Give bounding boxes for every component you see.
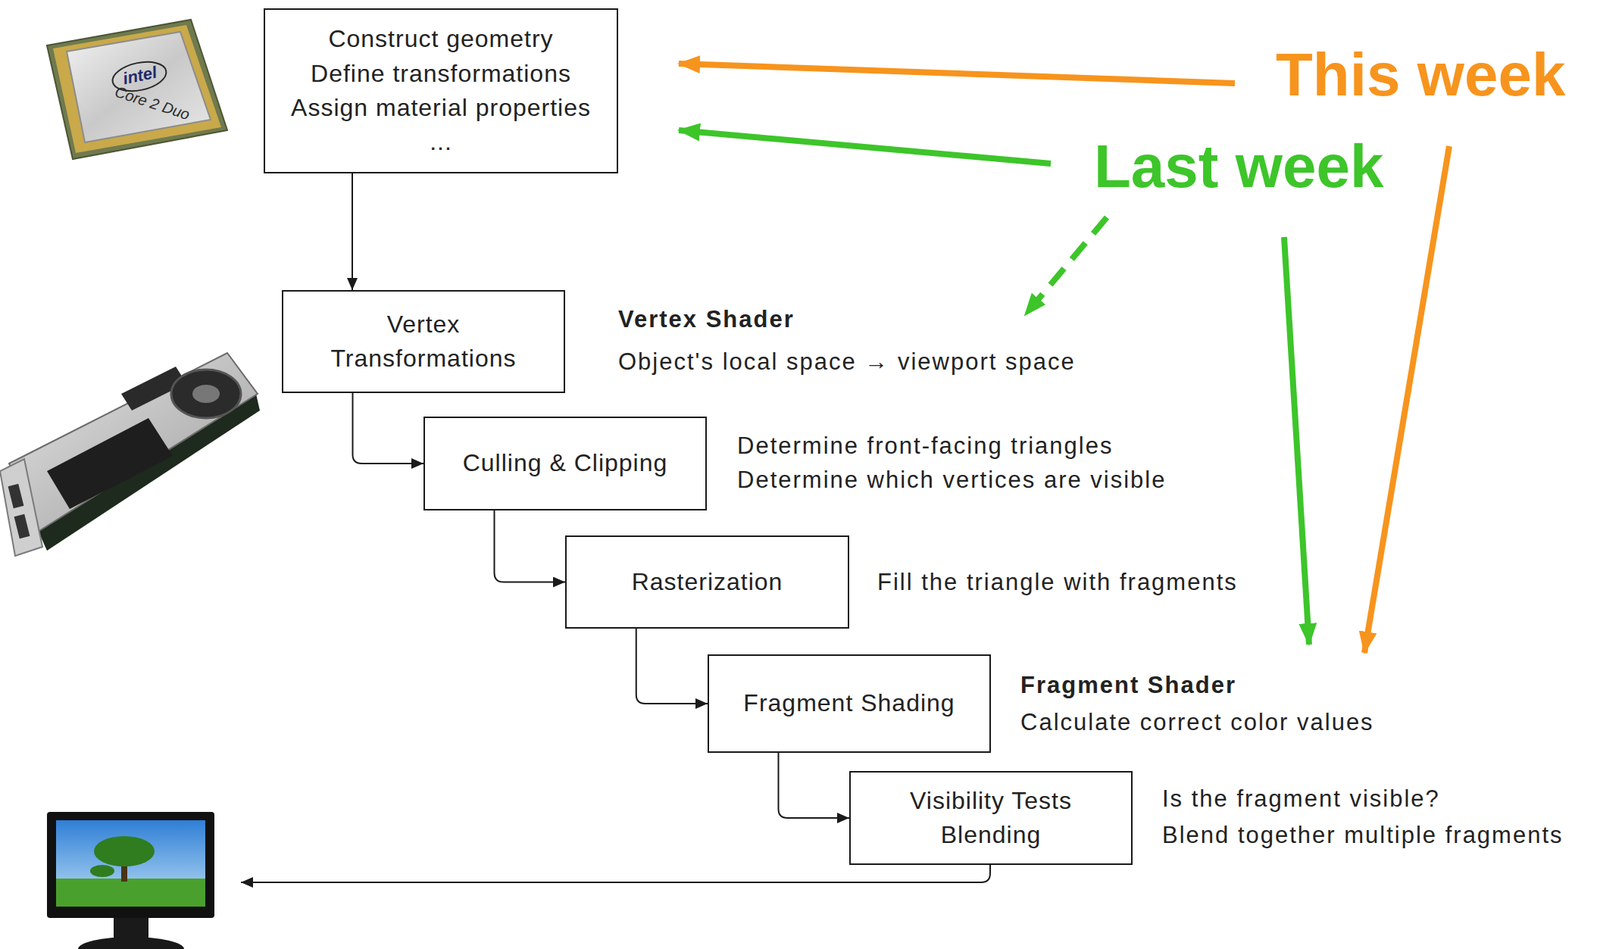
- leader-arrow: [1284, 237, 1310, 645]
- stage-title: Fragment Shader: [1020, 671, 1237, 700]
- flow-arrow: [494, 510, 566, 583]
- box-text: Define transformations: [310, 56, 572, 91]
- stage-note: Is the fragment visible?: [1162, 784, 1441, 813]
- flow-arrow: [351, 173, 354, 291]
- process-box: Visibility TestsBlending: [849, 771, 1133, 866]
- box-text: Assign material properties: [290, 90, 591, 125]
- week-callout: This week: [1275, 38, 1566, 112]
- stage-note: Calculate correct color values: [1020, 708, 1375, 737]
- box-text: ...: [429, 125, 453, 160]
- box-text: Vertex Transformations: [309, 307, 538, 377]
- flow-arrow: [778, 753, 850, 819]
- process-box: Culling & Clipping: [423, 416, 707, 511]
- box-text: Culling & Clipping: [462, 446, 669, 481]
- week-callout: Last week: [1093, 130, 1384, 204]
- cpu-icon: [46, 19, 228, 160]
- leader-arrow: [1364, 146, 1450, 654]
- leader-arrow: [1025, 217, 1107, 316]
- stage-title: Vertex Shader: [618, 305, 795, 334]
- process-box: Fragment Shading: [707, 654, 991, 754]
- gpu-icon: [0, 353, 260, 557]
- process-box: Rasterization: [565, 535, 850, 629]
- chip-model: Core 2 Duo: [112, 82, 193, 124]
- leader-arrow: [678, 130, 1051, 164]
- box-text: Blending: [940, 818, 1042, 853]
- leader-arrow: [678, 63, 1235, 84]
- box-text: Fragment Shading: [743, 686, 955, 721]
- stage-note: Fill the triangle with fragments: [877, 568, 1238, 597]
- stage-note: Determine front-facing triangles: [737, 431, 1113, 460]
- process-box: Vertex Transformations: [281, 290, 566, 394]
- flow-arrow: [636, 628, 708, 704]
- box-text: Construct geometry: [328, 21, 554, 57]
- stage-note: Blend together multiple fragments: [1162, 821, 1564, 850]
- box-text: Rasterization: [631, 565, 784, 600]
- process-box: Construct geometryDefine transformations…: [263, 8, 619, 174]
- box-text: Visibility Tests: [909, 784, 1072, 819]
- monitor-icon: [46, 812, 215, 949]
- flow-arrow: [353, 393, 425, 464]
- output-arrow: [240, 865, 991, 883]
- stage-note: Determine which vertices are visible: [737, 465, 1166, 494]
- stage-note: Object's local space → viewport space: [618, 347, 1076, 376]
